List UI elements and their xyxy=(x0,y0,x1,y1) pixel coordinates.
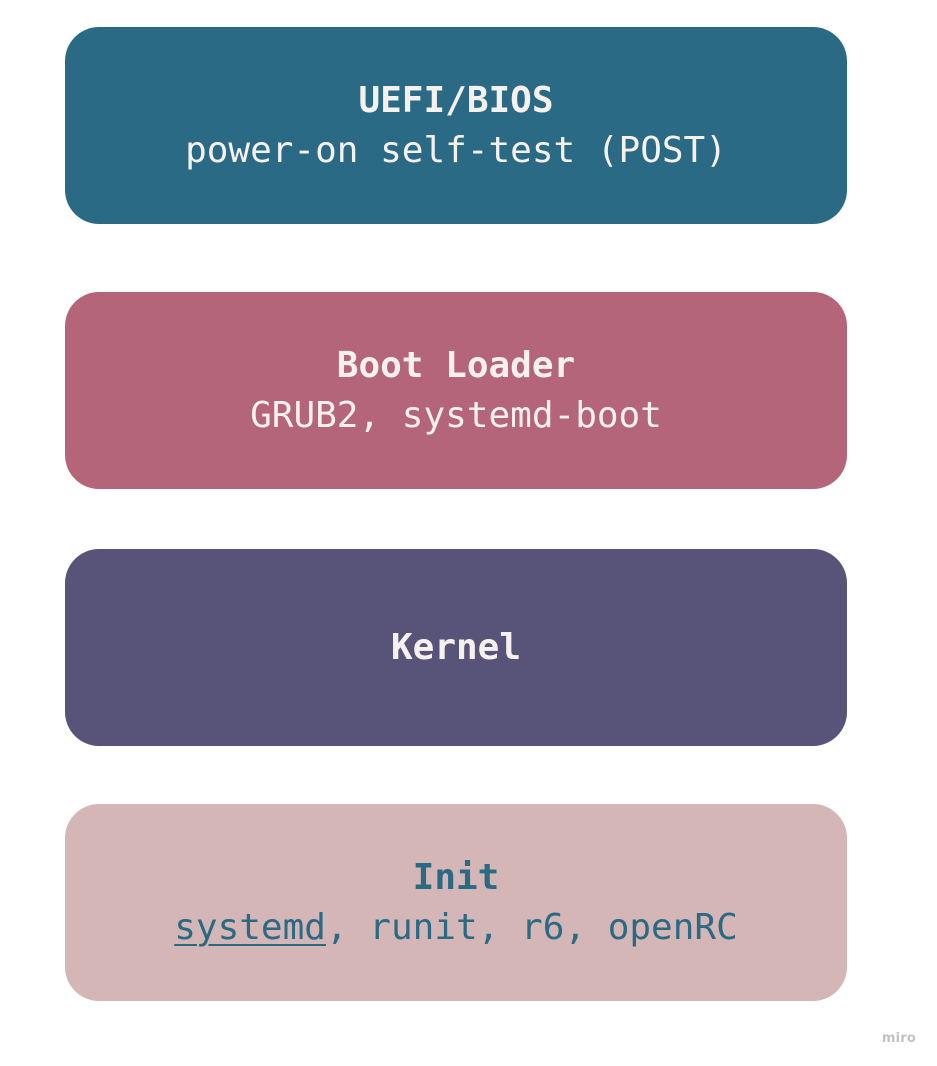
stage-uefi-bios: UEFI/BIOS power-on self-test (POST) xyxy=(65,27,847,224)
stage-title: Init xyxy=(412,856,500,898)
stage-description: power-on self-test (POST) xyxy=(185,129,727,171)
stage-description: GRUB2, systemd-boot xyxy=(250,394,662,436)
stage-init: Init systemd, runit, r6, openRC xyxy=(65,804,847,1001)
stage-boot-loader: Boot Loader GRUB2, systemd-boot xyxy=(65,292,847,489)
miro-watermark: miro xyxy=(881,1031,916,1046)
systemd-link[interactable]: systemd xyxy=(174,906,326,948)
stage-description: systemd, runit, r6, openRC xyxy=(174,903,738,953)
stage-description-rest: , runit, r6, openRC xyxy=(325,906,738,948)
stage-title: Kernel xyxy=(390,626,522,668)
stage-title: Boot Loader xyxy=(336,344,576,386)
stage-kernel: Kernel xyxy=(65,549,847,746)
stage-title: UEFI/BIOS xyxy=(358,79,554,121)
